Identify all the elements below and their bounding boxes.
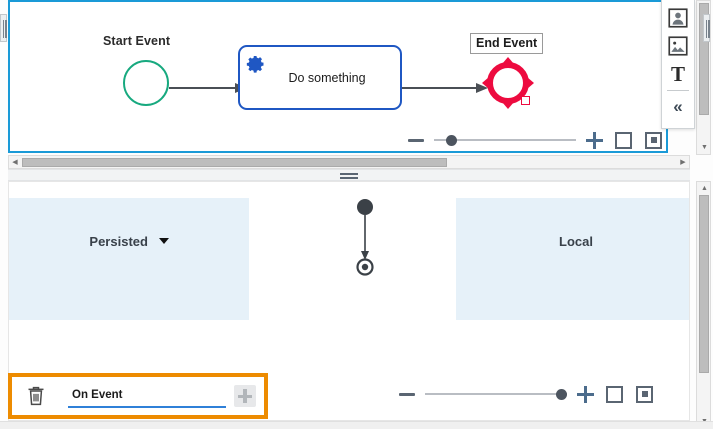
task-node[interactable] [238, 45, 402, 110]
center-view-button-top[interactable] [645, 131, 662, 149]
zoom-slider-top[interactable] [434, 132, 576, 148]
canvas-horizontal-scrollbar[interactable]: ◀ ▶ [8, 155, 690, 169]
zoom-out-button-top[interactable] [408, 138, 424, 142]
panel-splitter[interactable] [8, 169, 690, 181]
event-name-input[interactable]: On Event [68, 384, 226, 408]
mid-flow-connector[interactable] [339, 198, 391, 276]
local-card-title: Local [456, 234, 689, 249]
bpmn-canvas[interactable]: Start Event Do something End Event [10, 2, 666, 151]
center-view-button-bottom[interactable] [636, 385, 653, 403]
zoom-slider-track-top [434, 139, 576, 141]
zoom-out-button-bottom[interactable] [399, 392, 415, 396]
sequence-flow-2[interactable] [402, 82, 488, 94]
zoom-slider-track-bottom [425, 393, 567, 395]
zoom-controls-bottom[interactable] [399, 383, 653, 405]
zoom-slider-knob-top[interactable] [445, 134, 457, 146]
canvas-hscroll-left-arrow[interactable]: ◀ [12, 159, 18, 166]
event-name-value: On Event [72, 389, 123, 401]
persisted-card-title: Persisted [9, 234, 249, 249]
zoom-controls-top[interactable] [408, 129, 662, 151]
event-row-highlight: On Event [8, 373, 268, 419]
end-event-label: End Event [470, 33, 544, 54]
editor-vscroll-up-arrow[interactable]: ▲ [701, 185, 708, 192]
toolbar-divider [667, 90, 689, 91]
event-row: On Event [12, 377, 264, 415]
bottom-strip [0, 421, 713, 429]
fit-screen-button-bottom[interactable] [606, 385, 623, 403]
user-icon[interactable] [665, 4, 691, 32]
image-icon[interactable] [665, 32, 691, 60]
task-label: Do something [288, 70, 366, 85]
left-resize-grip[interactable] [0, 14, 7, 42]
local-card[interactable]: Local [456, 198, 689, 320]
start-event-label: Start Event [103, 34, 171, 48]
editor-vertical-scrollbar[interactable]: ▲ ▼ [696, 181, 711, 429]
canvas-vscroll-thumb[interactable] [699, 3, 709, 115]
sequence-flow-1[interactable] [169, 82, 247, 94]
local-card-label: Local [559, 234, 593, 249]
collapse-icon[interactable]: « [665, 92, 691, 120]
start-event-node[interactable] [123, 60, 169, 106]
end-event-resize-handle[interactable] [521, 96, 530, 105]
persisted-card-label: Persisted [89, 234, 148, 249]
gear-icon [246, 56, 264, 73]
text-icon[interactable]: T [665, 60, 691, 88]
canvas-hscroll-thumb[interactable] [22, 157, 447, 167]
splitter-grip[interactable] [340, 173, 358, 179]
editor-vscroll-thumb[interactable] [699, 195, 709, 373]
palette-toolbar[interactable]: T « [661, 0, 695, 129]
canvas-hscroll-right-arrow[interactable]: ▶ [680, 159, 686, 166]
collapse-icon-glyph: « [673, 96, 683, 116]
right-resize-grip[interactable] [703, 14, 710, 42]
bpmn-canvas-panel[interactable]: Start Event Do something End Event [8, 0, 668, 153]
zoom-slider-bottom[interactable] [425, 386, 567, 402]
end-event-node[interactable] [480, 55, 536, 111]
fit-screen-button-top[interactable] [615, 131, 632, 149]
canvas-vscroll-down-arrow[interactable]: ▼ [701, 144, 708, 151]
persisted-card[interactable]: Persisted [9, 198, 249, 320]
trash-icon[interactable] [26, 385, 46, 407]
zoom-in-button-bottom[interactable] [577, 385, 594, 403]
add-event-button[interactable] [234, 385, 256, 407]
zoom-slider-knob-bottom[interactable] [555, 388, 567, 400]
text-icon-glyph: T [670, 61, 685, 86]
zoom-in-button-top[interactable] [586, 131, 603, 149]
chevron-down-icon[interactable] [158, 238, 169, 244]
